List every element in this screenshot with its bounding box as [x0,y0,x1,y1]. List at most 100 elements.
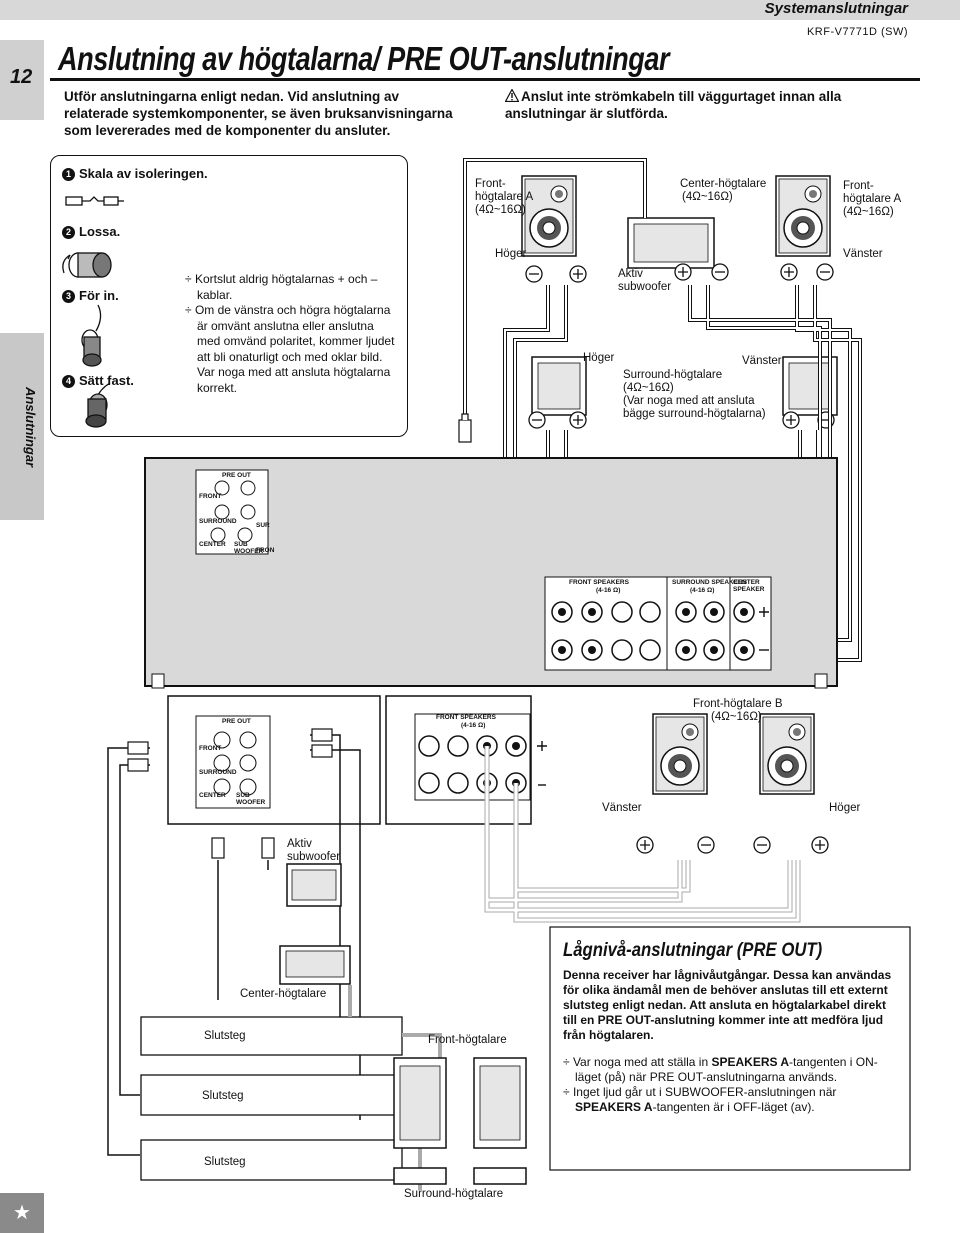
speaker-terminals-panel [544,576,772,671]
bullet-glyph: ÷ [185,272,192,286]
front-b-impedance: (4Ω~16Ω) [711,711,762,723]
step-number: 4 [62,375,75,388]
subwoofer-2 [286,863,342,907]
step-4: 4 Sätt fast. [62,373,134,388]
note-text: Kortslut aldrig högtalarnas + och – kabl… [194,272,378,302]
surround-right-side: Höger [583,352,615,364]
amplifier-2 [140,1074,403,1116]
center-label: CENTER [199,541,226,548]
step-label: Sätt fast. [79,373,134,388]
amplifier-3-label: Slutsteg [204,1156,246,1168]
bullet-bold: SPEAKERS A [575,1100,653,1114]
step-label: Skala av isoleringen. [79,166,208,181]
step-number: 1 [62,168,75,181]
side-tab-label: Anslutningar [23,387,38,468]
surround-title: Surround-högtalare [623,369,723,381]
step-number: 3 [62,290,75,303]
front-left-impedance: (4Ω~16Ω) [843,206,894,218]
pre-out-section-body: Denna receiver har lågnivåutgångar. Dess… [563,968,892,1042]
surround-speakers-2 [393,1167,527,1185]
receiver-foot [151,673,165,689]
front-right-side: Höger [495,248,527,260]
front-speakers-2 [393,1057,527,1149]
pre-out-label: PRE OUT [222,718,251,725]
front-speakers-label: FRONT SPEAKERS [569,579,629,586]
step-label: Lossa. [79,224,121,239]
title-rule [50,78,920,81]
front-b-left-speaker [652,713,708,795]
terminal-tighten-icon [85,382,111,428]
center-label-2: Center-högtalare [240,988,327,1000]
page-number: 12 [10,66,33,88]
terminal-loosen-icon [62,252,112,278]
list-item: ÷ Inget ljud går ut i SUBWOOFER-anslutni… [563,1085,903,1115]
front-speakers-panel-2 [385,695,532,825]
ohm-range: (4-16 Ω) [690,587,715,594]
surround-label: SURROUND [199,518,237,525]
model-number: KRF-V7771D (SW) [806,26,908,38]
subwoofer-label-2: Aktiv subwoofer [287,838,341,863]
step-1: 1 Skala av isoleringen. [62,166,208,181]
front-speakers-label-2: Front-högtalare [428,1034,507,1046]
warning-icon [505,89,519,102]
side-tab [0,333,44,520]
center-speaker-2 [279,945,351,985]
front-right-impedance: (4Ω~16Ω) [475,204,526,216]
front-b-right-speaker [759,713,815,795]
surround-right-speaker [531,356,587,416]
step-label: För in. [79,288,119,303]
instruction-box [50,155,408,437]
front-left-side: Vänster [843,248,883,260]
center-label: CENTER [199,792,226,799]
page-tab [0,40,44,120]
bullet-text: -tangenten i ON-läget (på) när PRE OUT-a… [575,1055,878,1084]
front-b-left-side: Vänster [602,802,642,814]
pre-out-section-title: Lågnivå-anslutningar (PRE OUT) [563,940,823,961]
surround-label: SURROUND [199,769,237,776]
front-left-speaker [775,175,831,257]
polarity-markers [759,607,769,651]
pre-out-panel [195,469,269,555]
surround-abbr: SUR [256,522,270,529]
amplifier-1-label: Slutsteg [204,1030,246,1042]
front-speakers-label: FRONT SPEAKERS [436,714,496,721]
front-b-right-side: Höger [829,802,861,814]
star-icon: ★ [0,1193,44,1233]
center-speaker-label: CENTER SPEAKER [733,579,765,593]
page-title: Anslutning av högtalarna/ PRE OUT-anslut… [58,40,670,77]
note-item: ÷ Kortslut aldrig högtalarnas + och – ka… [185,272,397,303]
pre-out-bullets: ÷ Var noga med att ställa in SPEAKERS A-… [563,1055,903,1115]
surround-note: (Var noga med att ansluta bägge surround… [623,395,766,420]
center-speaker [627,217,715,269]
bullet-glyph: ÷ [563,1055,570,1069]
rca-plug-icon [458,413,472,443]
amplifier-2-label: Slutsteg [202,1090,244,1102]
surround-impedance: (4Ω~16Ω) [623,382,674,394]
surround-left-side: Vänster [742,355,782,367]
amplifier-3 [140,1139,403,1181]
bullet-glyph: ÷ [563,1085,570,1099]
front-abbr: FRON [256,547,275,554]
bullet-glyph: ÷ [185,303,192,317]
note-item: ÷ Om de vänstra och högra högtalarna är … [185,303,397,396]
header-bar [0,0,960,20]
intro-text: Utför anslutningarna enligt nedan. Vid a… [64,89,453,138]
bullet-bold: SPEAKERS A [711,1055,790,1069]
center-impedance: (4Ω~16Ω) [682,191,733,203]
pre-out-info-box [549,926,911,1171]
front-b-cables-inner [485,746,800,922]
step-3: 3 För in. [62,288,119,303]
step-2: 2 Lossa. [62,224,120,239]
front-right-title: Front- högtalare A [475,178,534,203]
center-title: Center-högtalare [680,178,767,190]
notes-list: ÷ Kortslut aldrig högtalarnas + och – ka… [185,272,397,396]
front-label: FRONT [199,493,222,500]
receiver-foot [814,673,828,689]
front-label: FRONT [199,745,222,752]
terminal-insert-icon [81,304,102,367]
pre-out-label: PRE OUT [222,472,251,479]
pre-out-panel-2 [167,695,381,825]
list-item: ÷ Var noga med att ställa in SPEAKERS A-… [563,1055,903,1085]
step-number: 2 [62,226,75,239]
